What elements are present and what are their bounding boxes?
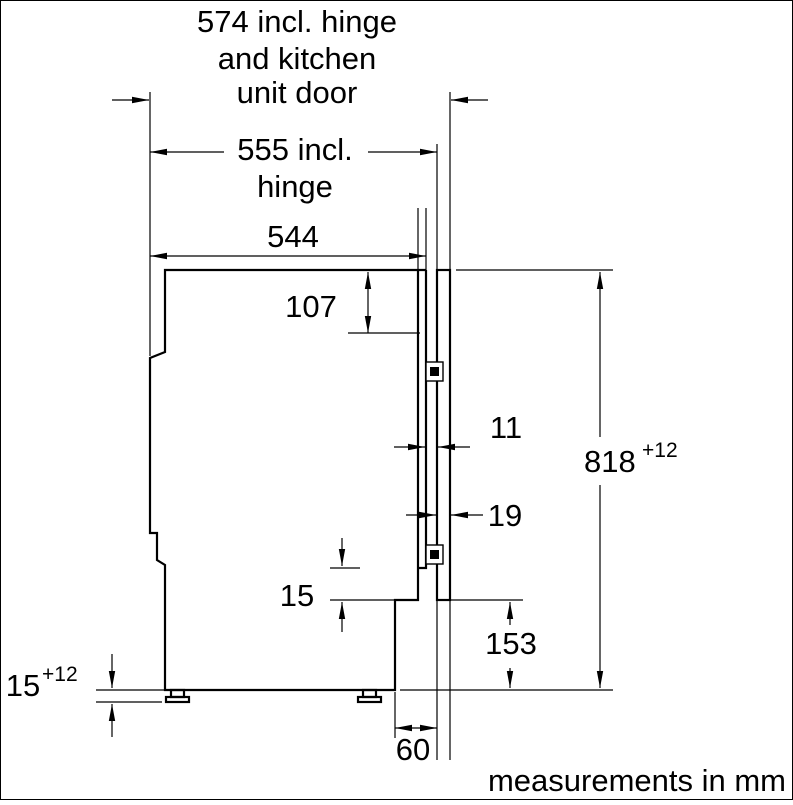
appliance-front-cover — [418, 270, 428, 570]
dim-574-label-line3: unit door — [237, 75, 358, 110]
dim-818-tolerance: +12 — [642, 439, 678, 462]
dim-107-label: 107 — [285, 289, 337, 324]
left-foot-base — [164, 695, 191, 704]
dimension-foot: 15 +12 — [6, 654, 165, 737]
dimension-19: 19 — [406, 498, 522, 533]
top-hinge — [425, 361, 444, 382]
dim-574-label-line2: and kitchen — [218, 41, 377, 76]
door-panel — [435, 268, 452, 602]
dimension-818: 818 +12 — [400, 269, 678, 691]
dimension-107: 107 — [285, 272, 420, 334]
top-hinge-pin — [430, 367, 439, 376]
dimension-11: 11 — [394, 410, 522, 451]
appliance-feet — [164, 688, 383, 704]
dim-555-label-line2: hinge — [257, 169, 333, 204]
dimension-544: 544 — [150, 208, 427, 270]
dim-544-label: 544 — [267, 219, 319, 254]
measurements-note: measurements in mm — [488, 763, 786, 798]
dim-574-label-line1: 574 incl. hinge — [197, 4, 397, 39]
dim-19-label: 19 — [488, 498, 522, 533]
dimension-574: 574 incl. hinge and kitchen unit door — [112, 4, 488, 356]
kitchen-door-panel — [425, 268, 452, 760]
dimension-60: 60 — [394, 692, 437, 767]
dim-foot-tolerance: +12 — [42, 663, 78, 686]
dim-818-label: 818 — [584, 444, 636, 479]
dim-foot-label: 15 — [6, 668, 40, 703]
bottom-hinge — [425, 544, 444, 565]
dimension-15-step: 15 — [280, 538, 395, 632]
bottom-hinge-pin — [430, 550, 439, 559]
dimension-153: 153 — [450, 599, 537, 688]
dim-15-step-label: 15 — [280, 578, 314, 613]
right-foot-base — [356, 695, 383, 704]
dimension-555: 555 incl. hinge — [150, 132, 438, 270]
dim-60-label: 60 — [396, 732, 430, 767]
dim-153-label: 153 — [485, 626, 537, 661]
dim-11-label: 11 — [490, 410, 522, 445]
dim-555-label-line1: 555 incl. — [237, 132, 352, 167]
appliance-body — [148, 268, 428, 704]
